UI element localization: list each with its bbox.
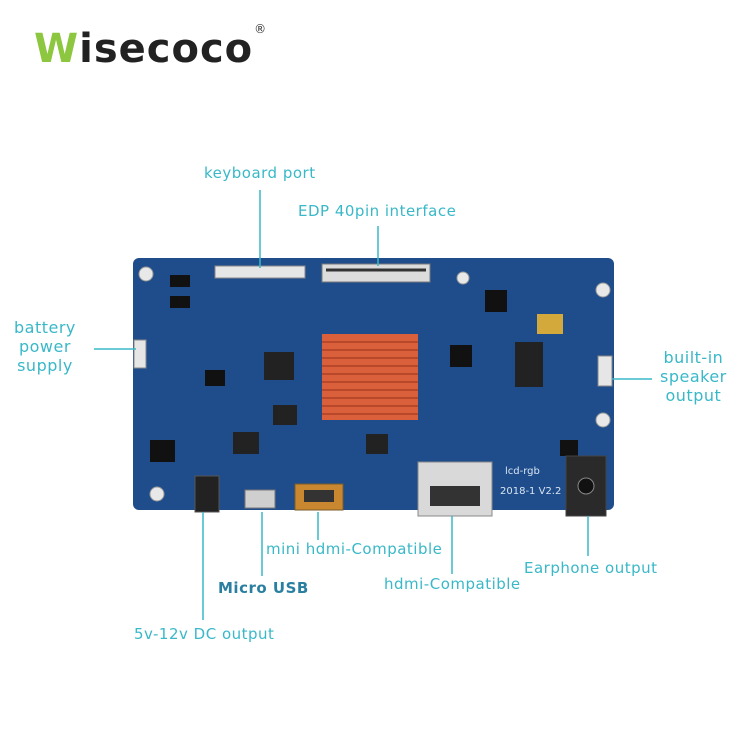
label-mini-hdmi: mini hdmi-Compatible [266,540,443,558]
label-micro-usb: Micro USB [218,579,309,597]
edp-connector [321,263,431,283]
heatsink [322,334,418,420]
micro-usb-port [244,489,276,509]
chip [366,434,388,454]
chip [264,352,294,380]
chip [273,405,297,425]
chip [485,290,507,312]
mount-hole [138,266,154,282]
mount-hole [595,412,611,428]
label-edp: EDP 40pin interface [298,202,457,220]
mount-hole [595,282,611,298]
chip [170,275,190,287]
mount-hole [149,486,165,502]
capacitor [537,314,563,334]
hdmi-port [430,486,480,506]
label-keyboard-port: keyboard port [204,164,316,182]
silk-lcd: lcd-rgb [505,466,540,477]
mini-hdmi-port [304,490,334,502]
chip [515,342,543,387]
label-speaker: built-in speaker output [660,348,727,405]
label-hdmi: hdmi-Compatible [384,575,521,593]
label-battery: battery power supply [14,318,76,375]
label-earphone: Earphone output [524,559,658,577]
chip [560,440,578,456]
chip [450,345,472,367]
battery-connector [133,339,147,369]
chip [233,432,259,454]
dc-jack [194,475,220,513]
brand-logo: Wisecoco® [34,22,268,72]
label-dc-output: 5v-12v DC output [134,625,275,643]
silk-version: 2018-1 V2.2 [500,486,561,497]
chip [170,296,190,308]
mount-hole [456,271,470,285]
chip [205,370,225,386]
speaker-connector [597,355,613,387]
chip [150,440,175,462]
